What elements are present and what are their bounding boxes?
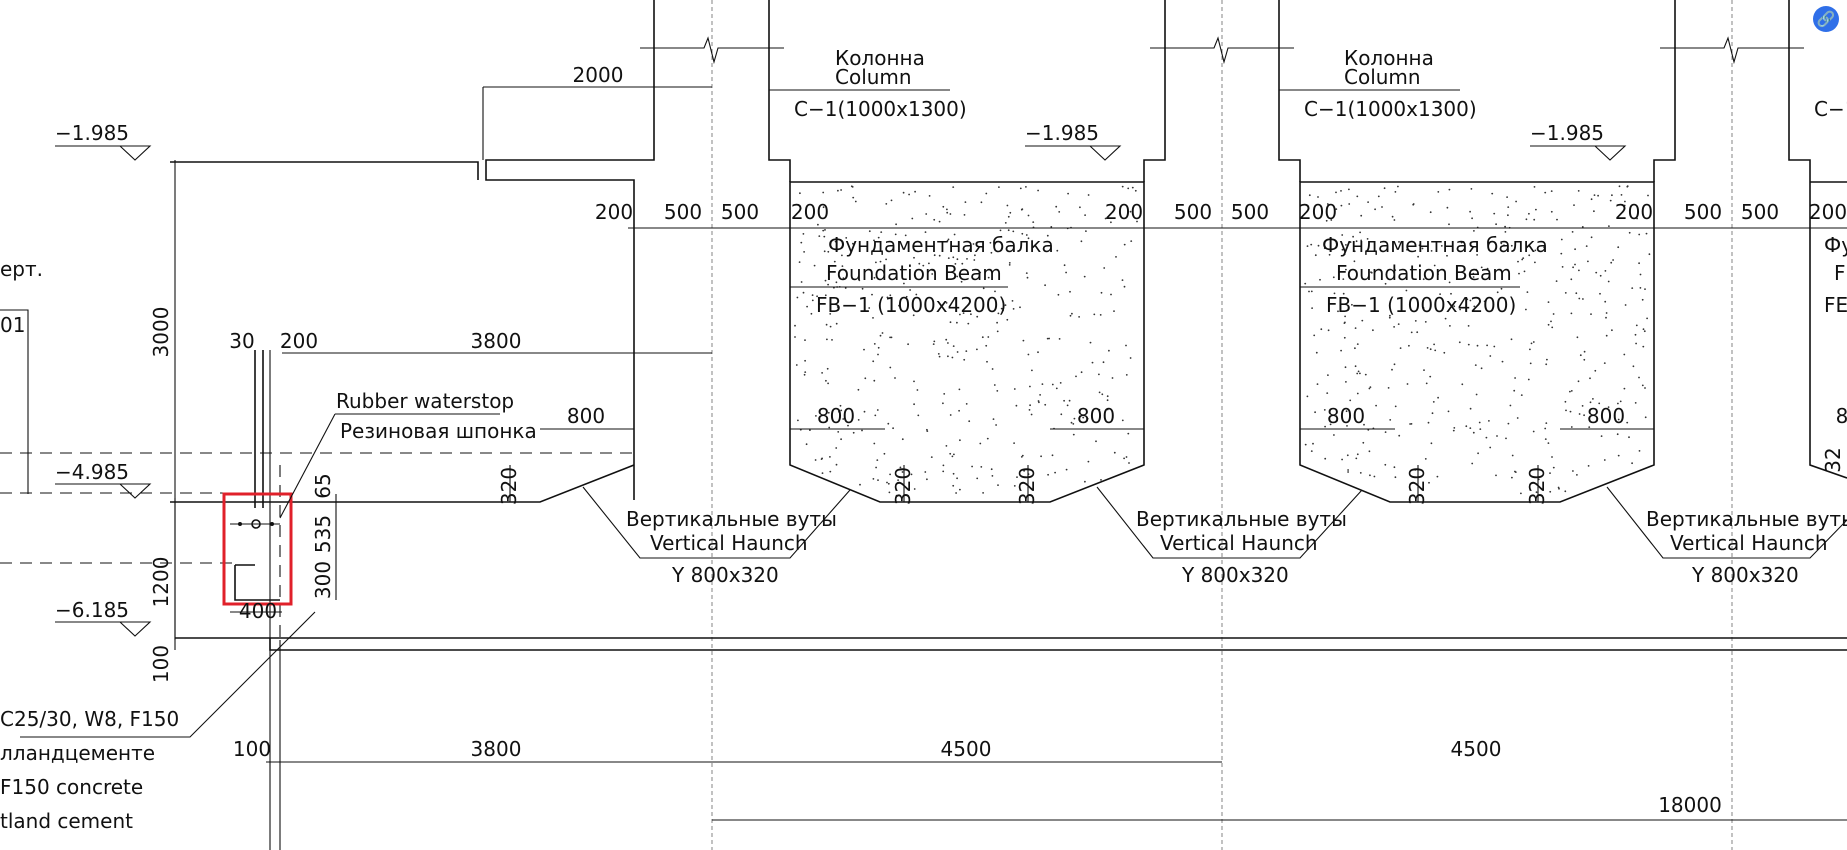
dim-800-b: 800: [817, 404, 855, 428]
dim-4500-a: 4500: [941, 737, 992, 761]
beam-mark-1: FB−1 (1000x4200): [816, 293, 1006, 317]
haunch-ru-3: Вертикальные вуты: [1646, 507, 1847, 531]
column-mark-2: C−1(1000x1300): [1304, 97, 1477, 121]
haunch-labels: Вертикальные вуты Vertical Haunch Y 800x…: [626, 507, 1847, 587]
beam-labels: Фундаментная балка Foundation Beam FB−1 …: [816, 233, 1847, 317]
dim-200-c: 200: [1105, 200, 1143, 224]
dim-300: 300: [311, 561, 335, 599]
column-ru-2: Колонна: [1344, 46, 1434, 70]
dim-3800-top: 3800: [471, 329, 522, 353]
haunch-en-1: Vertical Haunch: [650, 531, 808, 555]
dim-4500-b: 4500: [1451, 737, 1502, 761]
dim-320-b: 320: [891, 467, 915, 505]
left-notes: ерт. 01 C25/30, W8, F150 лландцементе F1…: [0, 257, 179, 833]
dim-500-b: 500: [721, 200, 759, 224]
concrete-hatch: [794, 185, 1651, 497]
note-ru-cement: лландцементе: [0, 741, 155, 765]
dim-2000: 2000: [573, 63, 624, 87]
note-en-cement: tland cement: [0, 809, 133, 833]
beam-ru-3: Фу: [1824, 233, 1847, 257]
dim-100: 100: [149, 645, 173, 683]
dim-500-f: 500: [1741, 200, 1779, 224]
note-vert: ерт.: [0, 257, 43, 281]
waterstop-detail: [230, 350, 281, 850]
beam-en-2: Foundation Beam: [1336, 261, 1512, 285]
dim-200-left: 200: [280, 329, 318, 353]
dim-18000: 18000: [1658, 793, 1722, 817]
dim-800-c: 800: [1077, 404, 1115, 428]
haunch-ru-2: Вертикальные вуты: [1136, 507, 1347, 531]
beam-en-1: Foundation Beam: [826, 261, 1002, 285]
level-middle: −4.985: [55, 460, 129, 484]
dim-1200: 1200: [149, 557, 173, 608]
highlight-box: [222, 492, 293, 606]
column-ru-1: Колонна: [835, 46, 925, 70]
dim-3000: 3000: [149, 307, 173, 358]
waterstop-ru: Резиновая шпонка: [340, 419, 537, 443]
beam-ru-1: Фундаментная балка: [828, 233, 1054, 257]
waterstop-en: Rubber waterstop: [336, 389, 514, 413]
dim-200-e: 200: [1615, 200, 1653, 224]
dim-500-c: 500: [1174, 200, 1212, 224]
dim-500-e: 500: [1684, 200, 1722, 224]
link-icon[interactable]: 🔗: [1813, 6, 1839, 32]
dim-30: 30: [229, 329, 254, 353]
foundation-beams: [170, 181, 1847, 503]
level-top-right: −1.985: [1530, 121, 1604, 145]
column-en-1: Column: [835, 65, 912, 89]
dim-100-bottom: 100: [233, 737, 271, 761]
waterstop-labels: Rubber waterstop Резиновая шпонка: [336, 389, 537, 443]
dim-3800-bottom: 3800: [471, 737, 522, 761]
dimension-texts: 2000 3000 1200 100 30 200 3800 65 535 30…: [149, 63, 1847, 817]
dim-200-f: 200: [1809, 200, 1847, 224]
dim-500-a: 500: [664, 200, 702, 224]
level-bottom: −6.185: [55, 598, 129, 622]
dim-32-partial: 32: [1821, 447, 1845, 472]
dim-400: 400: [239, 599, 277, 623]
dim-320-d: 320: [1405, 467, 1429, 505]
dimension-lines: [174, 86, 1847, 821]
column-mark-3: C−1: [1814, 97, 1847, 121]
dim-200-d: 200: [1299, 200, 1337, 224]
dim-200-a: 200: [595, 200, 633, 224]
dim-200-b: 200: [791, 200, 829, 224]
haunch-ru-1: Вертикальные вуты: [626, 507, 837, 531]
dim-8-partial: 8: [1836, 404, 1847, 428]
dim-800-e: 800: [1587, 404, 1625, 428]
beam-ru-2: Фундаментная балка: [1322, 233, 1548, 257]
dim-800-a: 800: [567, 404, 605, 428]
beam-en-3: F: [1834, 261, 1846, 285]
columns-outline: [485, 0, 1811, 500]
level-texts: −1.985 −4.985 −6.185 −1.985 −1.985: [55, 121, 1604, 622]
dim-535: 535: [311, 515, 335, 553]
beam-mark-2: FB−1 (1000x4200): [1326, 293, 1516, 317]
dim-800-d: 800: [1327, 404, 1365, 428]
haunch-mark-2: Y 800x320: [1181, 563, 1289, 587]
dim-65: 65: [311, 473, 335, 498]
level-top-mid: −1.985: [1025, 121, 1099, 145]
beam-mark-3: FE: [1824, 293, 1847, 317]
haunch-mark-3: Y 800x320: [1691, 563, 1799, 587]
dim-320-c: 320: [1015, 467, 1039, 505]
bottom-slab: [170, 87, 1847, 651]
column-labels: Колонна Column C−1(1000x1300) Колонна Co…: [794, 46, 1847, 121]
note-en-concrete: F150 concrete: [0, 775, 143, 799]
haunch-mark-1: Y 800x320: [671, 563, 779, 587]
dim-320-a: 320: [497, 467, 521, 505]
dim-500-d: 500: [1231, 200, 1269, 224]
level-top-left: −1.985: [55, 121, 129, 145]
column-mark-1: C−1(1000x1300): [794, 97, 967, 121]
grid-axes: [711, 0, 1733, 850]
leader-lines: [20, 89, 1847, 738]
level-markers: [55, 145, 1627, 637]
haunch-en-2: Vertical Haunch: [1160, 531, 1318, 555]
haunch-en-3: Vertical Haunch: [1670, 531, 1828, 555]
column-en-2: Column: [1344, 65, 1421, 89]
note-concrete-class: C25/30, W8, F150: [0, 707, 179, 731]
dim-320-e: 320: [1525, 467, 1549, 505]
note-code: 01: [0, 313, 25, 337]
